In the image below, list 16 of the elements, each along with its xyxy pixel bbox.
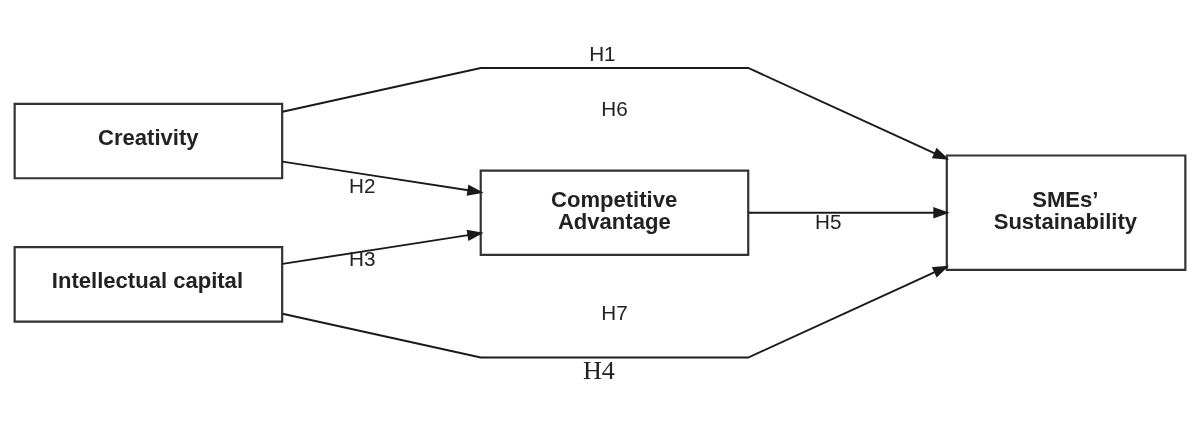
edge-label: H1 (589, 42, 616, 66)
label: H6 (601, 96, 628, 120)
label: H7 (601, 300, 628, 324)
edge-label: H2 (349, 173, 376, 197)
node-box: Intellectual capital (13, 246, 284, 323)
edge-label: H3 (349, 247, 376, 271)
arrow (747, 207, 950, 219)
node-box: SMEs’ Sustainability (945, 154, 1187, 272)
arrow (281, 67, 950, 160)
edge-label: H5 (815, 210, 842, 234)
node-box: Creativity (13, 102, 284, 180)
node-box: Competitive Advantage (479, 169, 750, 256)
arrow (281, 265, 950, 359)
edge-label: H4 (582, 355, 615, 385)
arrow (281, 229, 484, 265)
arrow (281, 160, 484, 196)
